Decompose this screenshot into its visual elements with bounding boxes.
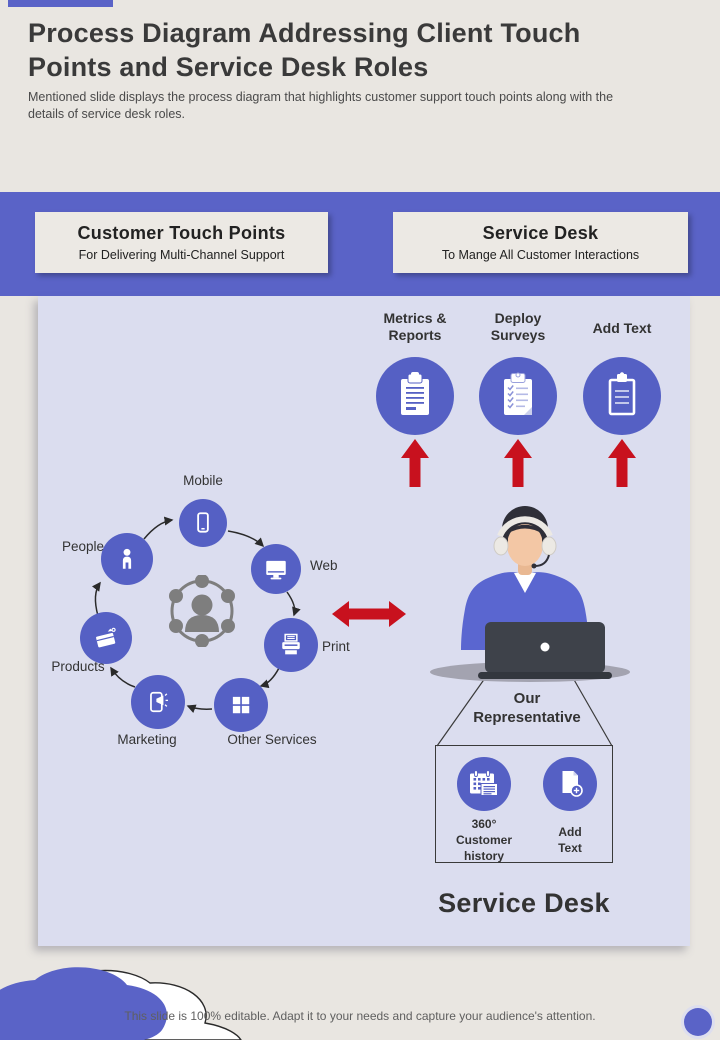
diagram-panel: Metrics & Reports Deploy Surveys Add Tex… (38, 296, 690, 946)
node-label-web: Web (310, 558, 338, 573)
up-arrow-icon (401, 439, 429, 487)
person-icon (122, 548, 132, 569)
service-desk-heading: Service Desk (438, 888, 610, 918)
add-text-label: Add Text (592, 320, 652, 336)
customer-history-label: 360° Customer history (455, 817, 512, 863)
corner-blob-decoration (0, 967, 242, 1040)
clipboard-outline-icon (608, 372, 636, 416)
node-label-print: Print (322, 639, 350, 654)
banner-title: Customer Touch Points (77, 223, 286, 243)
monitor-icon (266, 560, 286, 580)
document-add-icon (562, 771, 583, 797)
top-accent-bar (8, 0, 113, 7)
add-text-circle[interactable] (583, 357, 661, 435)
banner-customer-touch-points[interactable]: Customer Touch Points For Delivering Mul… (35, 212, 328, 273)
add-text-item-circle[interactable] (543, 757, 597, 811)
clipboard-report-icon (401, 372, 429, 415)
package-icon (96, 627, 116, 648)
phone-megaphone-icon (150, 691, 168, 713)
printer-icon (282, 633, 300, 655)
deploy-surveys-circle[interactable] (479, 357, 557, 435)
node-label-products: Products (51, 659, 105, 674)
metrics-reports-label: Metrics & Reports (383, 310, 447, 343)
representative-label: Our Representative (473, 690, 581, 726)
node-print[interactable] (264, 618, 318, 672)
deploy-surveys-label: Deploy Surveys (490, 310, 546, 343)
footer-note: This slide is 100% editable. Adapt it to… (124, 1009, 596, 1023)
double-arrow-icon (332, 601, 406, 627)
page-subtitle: Mentioned slide displays the process dia… (28, 90, 614, 121)
node-people[interactable] (101, 533, 153, 585)
customer-history-circle[interactable] (457, 757, 511, 811)
metrics-reports-circle[interactable] (376, 357, 454, 435)
clipboard-checklist-icon (504, 372, 532, 415)
calendar-history-icon (470, 770, 498, 796)
node-web[interactable] (251, 544, 301, 594)
node-label-marketing: Marketing (117, 732, 177, 747)
node-label-mobile: Mobile (183, 473, 223, 488)
node-products[interactable] (80, 612, 132, 664)
header-band: Customer Touch Points For Delivering Mul… (0, 192, 720, 296)
node-marketing[interactable] (131, 675, 185, 729)
node-label-other-services: Other Services (227, 732, 317, 747)
smartphone-icon (197, 512, 209, 533)
banner-subtitle: For Delivering Multi-Channel Support (78, 248, 285, 262)
page-title: Process Diagram Addressing Client Touch … (28, 18, 581, 82)
node-other-services[interactable] (214, 678, 268, 732)
service-desk-items-box[interactable]: 360° Customer history Add Text (435, 745, 613, 863)
corner-dot-decoration (684, 1008, 712, 1036)
banner-subtitle: To Mange All Customer Interactions (441, 248, 640, 262)
add-text-item-label: Add Text (558, 825, 582, 855)
node-label-people: People (61, 539, 104, 554)
customer-network-icon (169, 575, 235, 647)
node-mobile[interactable] (179, 499, 227, 547)
banner-service-desk[interactable]: Service Desk To Mange All Customer Inter… (393, 212, 688, 273)
up-arrow-icon (608, 439, 636, 487)
up-arrow-icon (504, 439, 532, 487)
grid-icon (232, 696, 250, 714)
banner-title: Service Desk (482, 223, 599, 243)
representative-illustration (430, 506, 630, 682)
